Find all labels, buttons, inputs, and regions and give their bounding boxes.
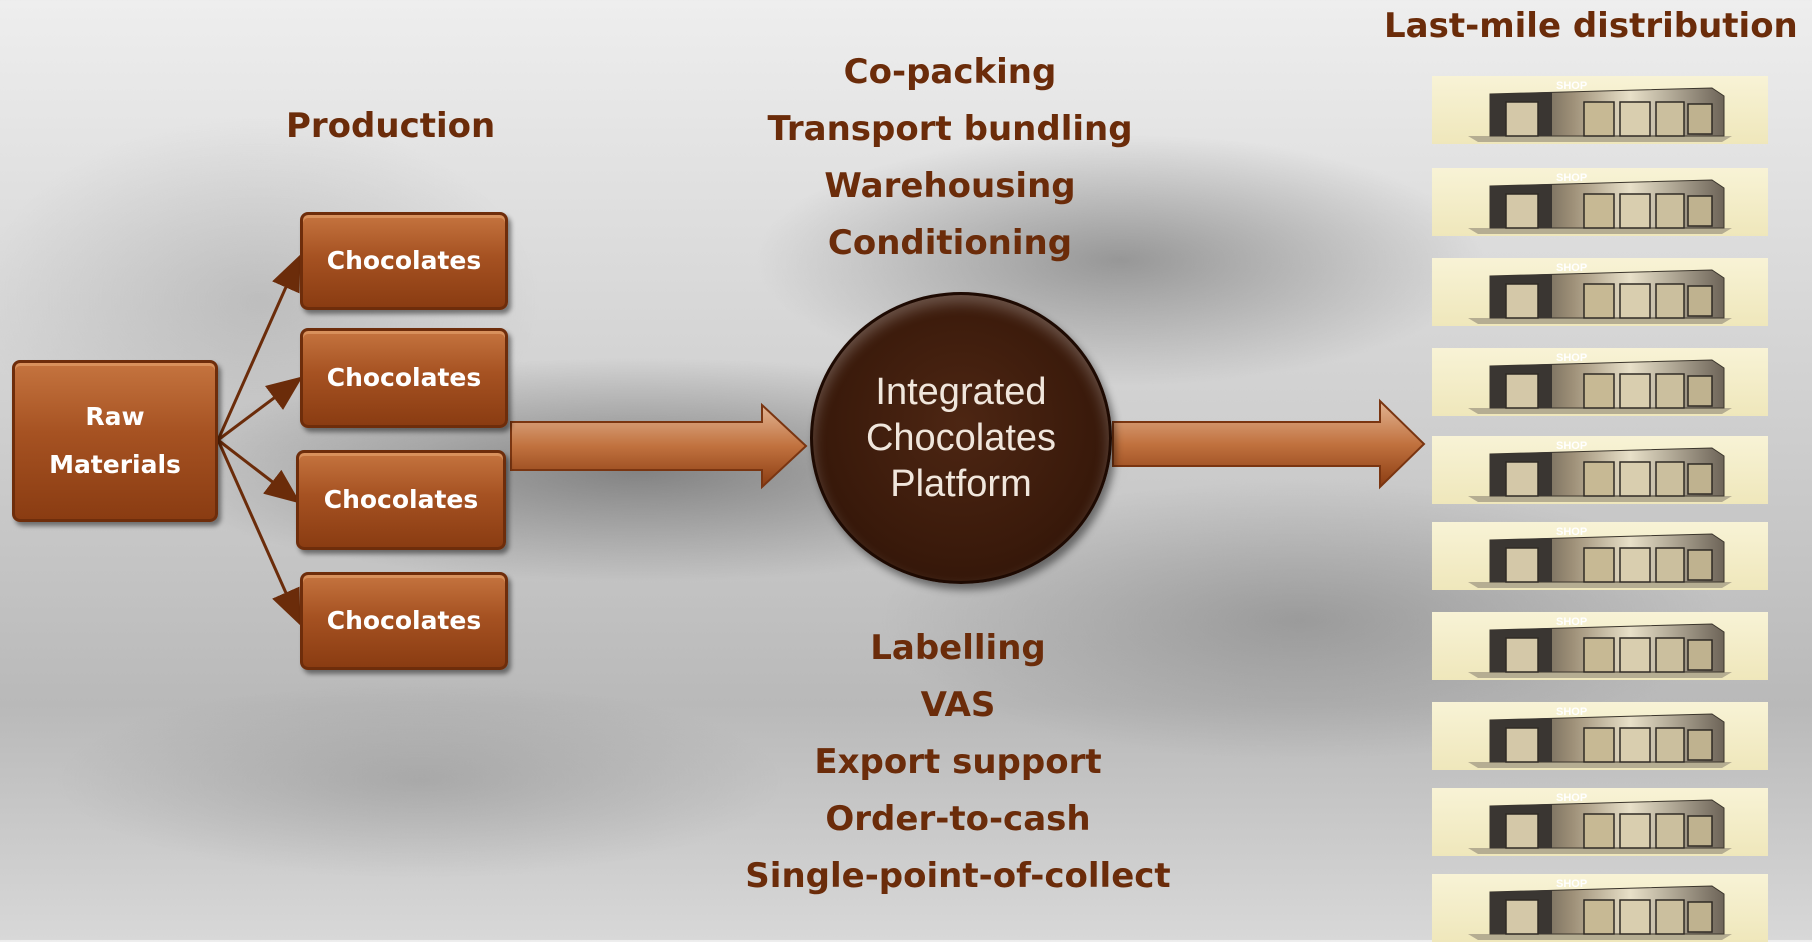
connector-line-4 <box>216 439 301 626</box>
service-item: Warehousing <box>824 166 1076 206</box>
production-box-4: Chocolates <box>300 572 508 670</box>
service-item: Conditioning <box>827 223 1073 263</box>
connector-line-3 <box>217 438 301 504</box>
production-box-1: Chocolates <box>300 212 508 310</box>
shop-icon: SHOP <box>1432 522 1768 590</box>
shop-sign: SHOP <box>1556 80 1587 92</box>
shop-sign: SHOP <box>1556 172 1587 184</box>
connector-line-2 <box>217 376 303 442</box>
shop-sign: SHOP <box>1556 352 1587 364</box>
arrow-to-platform <box>510 402 808 490</box>
raw-materials-label-line2: Materials <box>49 450 181 479</box>
shop-icon: SHOP <box>1432 612 1768 680</box>
arrow-to-distribution <box>1112 398 1426 490</box>
integrated-platform-circle: Integrated Chocolates Platform <box>810 292 1112 584</box>
shop-icon: SHOP <box>1432 168 1768 236</box>
production-box-2: Chocolates <box>300 328 508 428</box>
shop-icon: SHOP <box>1432 436 1768 504</box>
production-box-label: Chocolates <box>326 606 482 635</box>
platform-label-line2: Chocolates <box>865 417 1057 459</box>
shop-sign: SHOP <box>1556 440 1587 452</box>
shop-sign: SHOP <box>1556 262 1587 274</box>
last-mile-heading: Last-mile distribution <box>1384 6 1798 46</box>
shop-icon: SHOP <box>1432 702 1768 770</box>
service-item: Order-to-cash <box>825 799 1091 839</box>
services-bottom-list: Labelling VAS Export support Order-to-ca… <box>700 620 1216 905</box>
shop-sign: SHOP <box>1556 616 1587 628</box>
shop-icon: SHOP <box>1432 874 1768 942</box>
platform-label-line3: Platform <box>890 463 1032 505</box>
raw-materials-box: Raw Materials <box>12 360 218 522</box>
production-box-label: Chocolates <box>323 485 479 514</box>
service-item: Single-point-of-collect <box>745 856 1171 896</box>
connector-line-1 <box>216 254 301 441</box>
service-item: Co-packing <box>843 52 1057 92</box>
shop-icon: SHOP <box>1432 348 1768 416</box>
shop-sign: SHOP <box>1556 526 1587 538</box>
service-item: VAS <box>920 685 996 725</box>
shop-icon: SHOP <box>1432 258 1768 326</box>
shop-sign: SHOP <box>1556 878 1587 890</box>
service-item: Labelling <box>870 628 1046 668</box>
shop-sign: SHOP <box>1556 792 1587 804</box>
platform-label-line1: Integrated <box>875 371 1047 413</box>
shop-sign: SHOP <box>1556 706 1587 718</box>
services-top-list: Co-packing Transport bundling Warehousin… <box>740 44 1160 272</box>
service-item: Transport bundling <box>767 109 1133 149</box>
shop-icon: SHOP <box>1432 788 1768 856</box>
production-box-label: Chocolates <box>326 363 482 392</box>
production-box-label: Chocolates <box>326 246 482 275</box>
service-item: Export support <box>814 742 1102 782</box>
shop-icon: SHOP <box>1432 76 1768 144</box>
production-box-3: Chocolates <box>296 450 506 550</box>
production-heading: Production <box>286 106 496 146</box>
raw-materials-label-line1: Raw <box>85 402 145 431</box>
